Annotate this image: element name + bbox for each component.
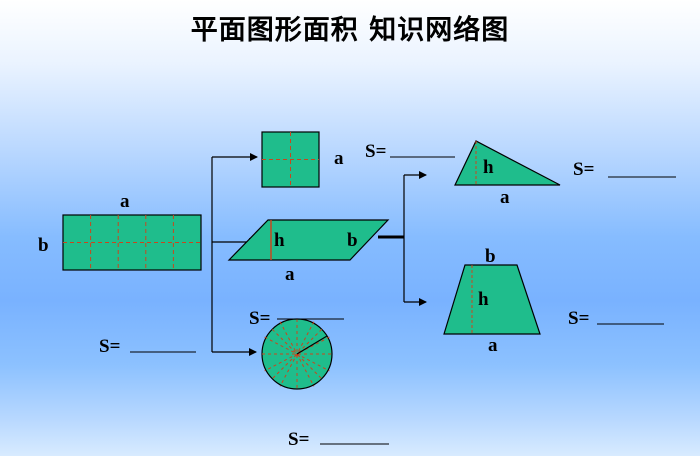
parallelogram-base-label: a	[285, 264, 295, 285]
parallelogram-side-label: b	[347, 230, 358, 251]
parallelogram-formula: S=	[249, 308, 271, 329]
parallelogram-shape	[227, 219, 390, 261]
trapezoid-top-label: b	[485, 246, 496, 267]
rectangle-formula: S=	[99, 336, 121, 357]
trapezoid-height-label: h	[478, 289, 489, 310]
triangle-height-label: h	[483, 157, 494, 178]
trapezoid-shape	[443, 264, 541, 335]
trapezoid-formula: S=	[568, 308, 590, 329]
square-side-label: a	[334, 148, 344, 169]
circle-shape	[261, 318, 333, 390]
circle-formula: S=	[288, 429, 310, 450]
parallelogram-connectors	[378, 171, 427, 306]
page-title: 平面图形面积 知识网络图	[190, 15, 510, 46]
square-formula: S=	[365, 141, 387, 162]
rectangle-length-label: a	[120, 191, 130, 212]
square-shape	[261, 131, 320, 188]
triangle-base-label: a	[500, 187, 510, 208]
parallelogram-height-label: h	[274, 230, 285, 251]
rectangle-width-label: b	[38, 235, 49, 256]
answer-blanks	[130, 156, 676, 445]
triangle-shape	[454, 140, 561, 186]
trapezoid-base-label: a	[488, 335, 498, 356]
triangle-formula: S=	[573, 159, 595, 180]
rectangle-shape	[62, 214, 202, 271]
